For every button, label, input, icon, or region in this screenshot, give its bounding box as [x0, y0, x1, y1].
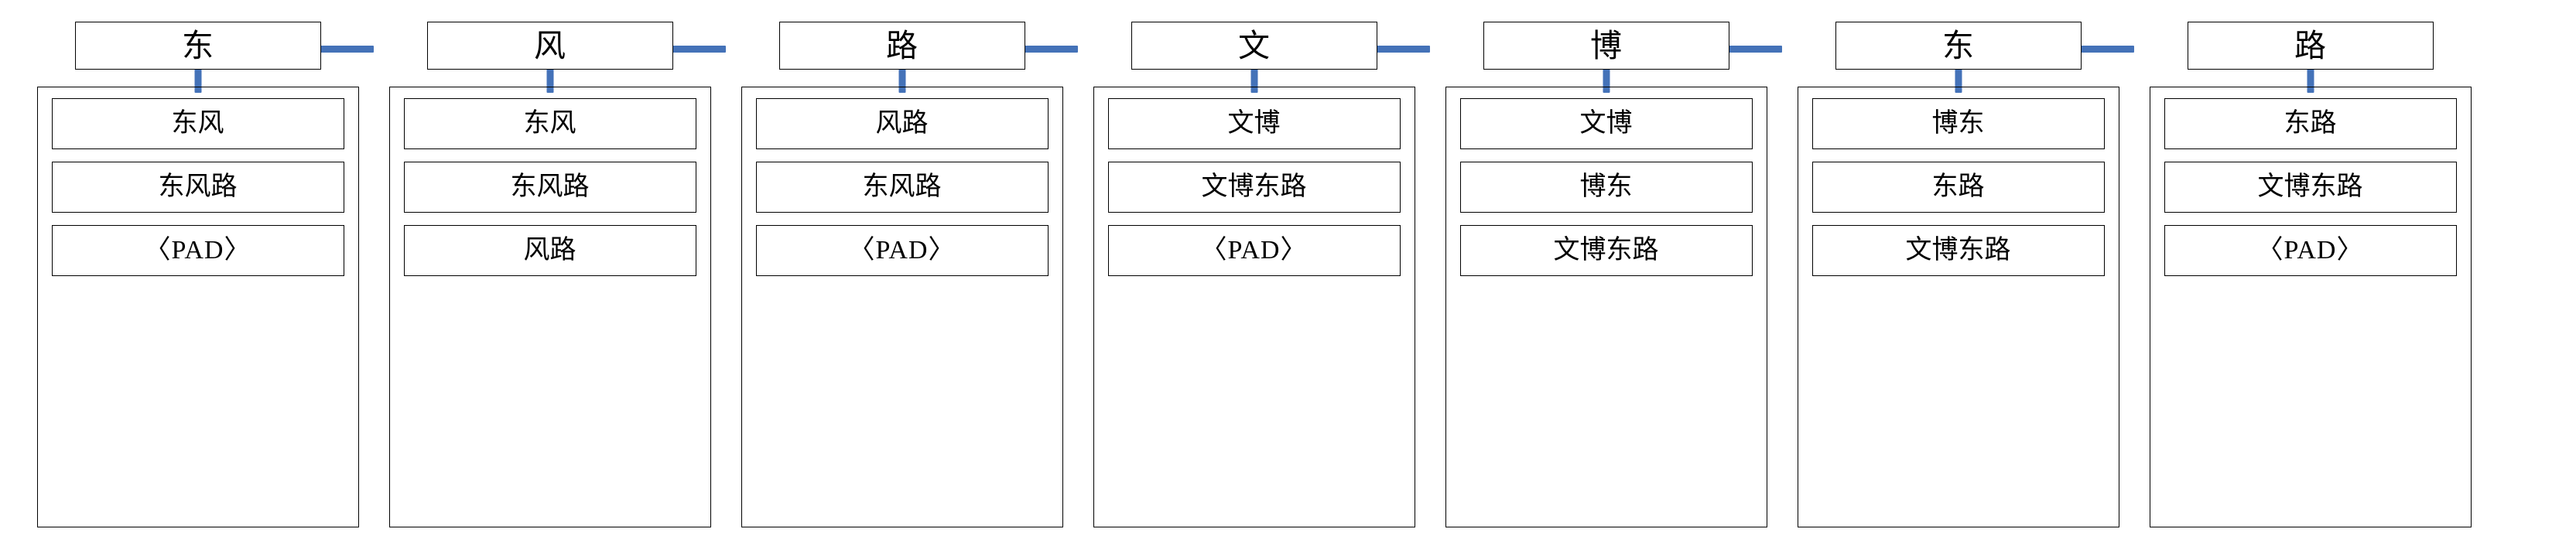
candidate-label: 风路: [875, 109, 929, 138]
lattice-column: 文文博文博东路〈PAD〉: [1078, 0, 1430, 527]
candidate-box[interactable]: 〈PAD〉: [2164, 225, 2457, 276]
lattice-column: 东博东东路文博东路: [1782, 0, 2134, 527]
char-label: 路: [886, 27, 918, 63]
candidate-box[interactable]: 文博东路: [1459, 225, 1753, 276]
candidate-box[interactable]: 东风: [51, 98, 344, 149]
char-cell-3[interactable]: 路: [778, 22, 1025, 70]
candidate-label: 文博: [1579, 109, 1633, 138]
candidate-label: 东风: [523, 109, 576, 138]
vertical-connector-4: [1250, 68, 1257, 93]
horizontal-connector-6: [2028, 46, 2134, 53]
horizontal-connector-2: [620, 46, 726, 53]
candidate-group-6: 博东东路文博东路: [1797, 87, 2119, 527]
char-label: 路: [2294, 27, 2326, 63]
char-cell-5[interactable]: 博: [1483, 22, 1729, 70]
candidate-box[interactable]: 东风路: [403, 162, 696, 213]
char-cell-4[interactable]: 文: [1131, 22, 1377, 70]
candidate-box[interactable]: 风路: [755, 98, 1049, 149]
candidate-box[interactable]: 东路: [1811, 162, 2105, 213]
candidate-box[interactable]: 博东: [1811, 98, 2105, 149]
horizontal-connector-1: [268, 46, 374, 53]
candidate-label: 〈PAD〉: [1200, 236, 1308, 264]
candidate-label: 东路: [2284, 109, 2337, 138]
candidate-group-7: 东路文博东路〈PAD〉: [2149, 87, 2472, 527]
candidate-box[interactable]: 文博: [1107, 98, 1401, 149]
candidate-label: 文博东路: [1905, 236, 2011, 264]
candidate-box[interactable]: 文博东路: [1811, 225, 2105, 276]
candidate-label: 文博东路: [2257, 172, 2363, 201]
char-label: 东: [182, 27, 214, 63]
candidate-box[interactable]: 文博: [1459, 98, 1753, 149]
candidate-box[interactable]: 东风: [403, 98, 696, 149]
candidate-box[interactable]: 文博东路: [2164, 162, 2457, 213]
candidate-box[interactable]: 东风路: [51, 162, 344, 213]
candidate-box[interactable]: 东路: [2164, 98, 2457, 149]
candidate-box[interactable]: 东风路: [755, 162, 1049, 213]
candidate-label: 文博东路: [1201, 172, 1307, 201]
candidate-label: 〈PAD〉: [2256, 236, 2364, 264]
candidate-label: 文博: [1227, 109, 1281, 138]
vertical-connector-5: [1603, 68, 1610, 93]
candidate-box[interactable]: 〈PAD〉: [51, 225, 344, 276]
candidate-group-5: 文博博东文博东路: [1445, 87, 1767, 527]
char-cell-6[interactable]: 东: [1835, 22, 2082, 70]
vertical-connector-7: [2307, 68, 2314, 93]
lattice-column: 博文博博东文博东路: [1430, 0, 1782, 527]
candidate-group-4: 文博文博东路〈PAD〉: [1093, 87, 1415, 527]
char-label: 东: [1942, 27, 1974, 63]
lattice-column: 路东路文博东路〈PAD〉: [2134, 0, 2486, 527]
lattice-column: 风东风东风路风路: [374, 0, 726, 527]
candidate-label: 〈PAD〉: [848, 236, 956, 264]
candidate-label: 〈PAD〉: [144, 236, 251, 264]
char-cell-7[interactable]: 路: [2187, 22, 2434, 70]
candidate-label: 文博东路: [1553, 236, 1659, 264]
char-label: 博: [1590, 27, 1622, 63]
candidate-label: 东风路: [158, 172, 238, 201]
candidate-group-2: 东风东风路风路: [388, 87, 711, 527]
candidate-label: 东风: [171, 109, 224, 138]
lattice-column: 路风路东风路〈PAD〉: [726, 0, 1078, 527]
candidate-group-3: 风路东风路〈PAD〉: [741, 87, 1063, 527]
candidate-box[interactable]: 〈PAD〉: [1107, 225, 1401, 276]
char-cell-2[interactable]: 风: [426, 22, 673, 70]
vertical-connector-1: [194, 68, 201, 93]
horizontal-connector-4: [1324, 46, 1430, 53]
candidate-label: 东路: [1931, 172, 1985, 201]
horizontal-connector-5: [1676, 46, 1782, 53]
vertical-connector-3: [898, 68, 905, 93]
candidate-label: 博东: [1931, 109, 1985, 138]
char-label: 风: [534, 27, 566, 63]
candidate-label: 东风路: [862, 172, 942, 201]
candidate-label: 东风路: [510, 172, 590, 201]
char-label: 文: [1238, 27, 1270, 63]
lattice-column: 东东风东风路〈PAD〉: [22, 0, 374, 527]
candidate-box[interactable]: 文博东路: [1107, 162, 1401, 213]
candidate-label: 博东: [1579, 172, 1633, 201]
candidate-label: 风路: [523, 236, 576, 264]
vertical-connector-6: [1955, 68, 1962, 93]
candidate-group-1: 东风东风路〈PAD〉: [36, 87, 359, 527]
candidate-box[interactable]: 〈PAD〉: [755, 225, 1049, 276]
vertical-connector-2: [546, 68, 553, 93]
char-cell-1[interactable]: 东: [74, 22, 321, 70]
candidate-box[interactable]: 博东: [1459, 162, 1753, 213]
horizontal-connector-3: [972, 46, 1078, 53]
candidate-box[interactable]: 风路: [403, 225, 696, 276]
